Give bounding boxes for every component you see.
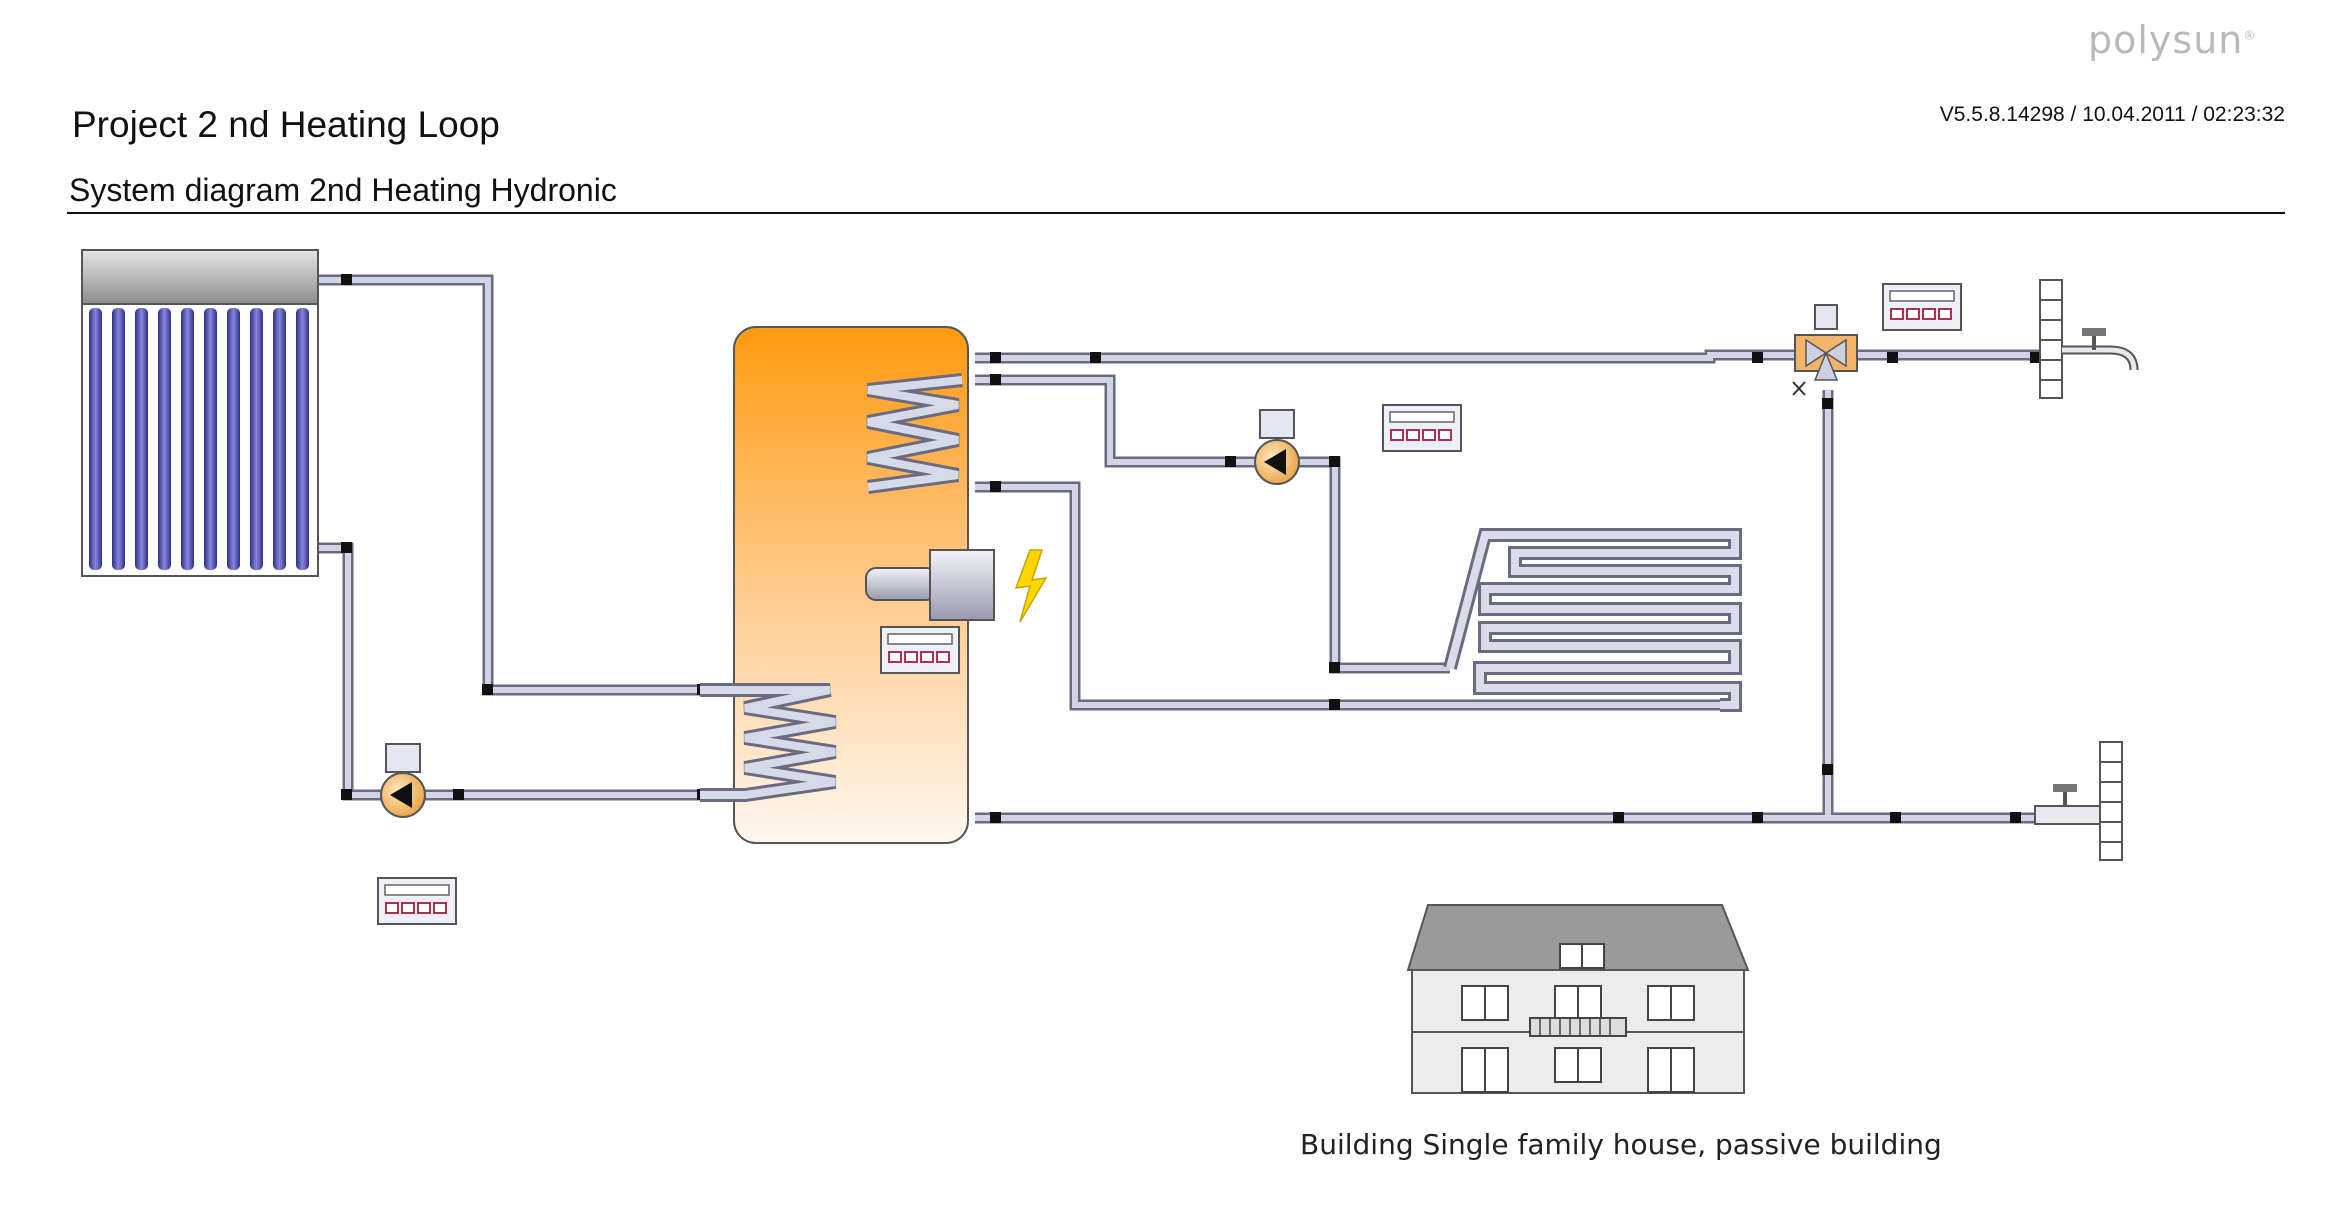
tank-controller[interactable] <box>880 626 960 674</box>
heating-loop-pump[interactable] <box>1254 409 1300 485</box>
pipe-joints <box>341 274 2041 823</box>
lightning-icon <box>1014 549 1048 623</box>
dhw-controller[interactable] <box>1882 283 1962 331</box>
pipe-network <box>318 274 2040 824</box>
house-icon[interactable] <box>1406 904 1750 1094</box>
upper-coil <box>866 373 963 494</box>
electric-heater[interactable] <box>865 549 995 621</box>
version-info: V5.5.8.14298 / 10.04.2011 / 02:23:32 <box>1939 103 2285 126</box>
hot-water-wall <box>2039 279 2063 399</box>
title-divider <box>67 212 2285 214</box>
heating-controller[interactable] <box>1382 404 1462 452</box>
diagram-title: System diagram 2nd Heating Hydronic <box>69 172 617 208</box>
floor-heating[interactable] <box>1443 528 1742 712</box>
solar-controller[interactable] <box>377 877 457 925</box>
faucet-icon[interactable] <box>2062 328 2139 371</box>
brand-logo: polysun® <box>2088 18 2257 62</box>
collector-tubes <box>89 308 309 570</box>
mixing-valve[interactable] <box>1792 304 1858 396</box>
cold-water-wall <box>2099 741 2123 861</box>
building-caption: Building Single family house, passive bu… <box>1300 1128 1942 1161</box>
tube-collector[interactable] <box>81 249 319 577</box>
lower-coil <box>700 683 837 802</box>
project-title: Project 2 nd Heating Loop <box>72 104 500 145</box>
solar-loop-pump[interactable] <box>380 743 426 818</box>
cold-water-inlet-valve[interactable] <box>2034 784 2101 825</box>
